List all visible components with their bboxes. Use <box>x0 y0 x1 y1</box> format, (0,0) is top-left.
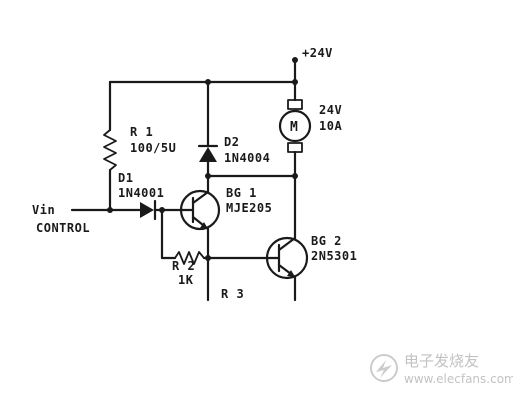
watermark-logo <box>370 354 398 382</box>
junction-dot <box>107 207 113 213</box>
transistor-bg2 <box>265 230 309 302</box>
diode-d1 <box>140 199 182 221</box>
resistor-r2 <box>160 208 277 265</box>
r1-name: R 1 <box>130 125 153 139</box>
motor-symbol: M <box>290 120 298 135</box>
bg2-part: 2N5301 <box>311 249 357 263</box>
d1-name: D1 <box>118 171 133 185</box>
d2-part: 1N4004 <box>224 151 270 165</box>
supply-rail <box>108 57 298 85</box>
r3-name: R 3 <box>221 287 244 301</box>
motor-circle <box>278 109 312 143</box>
resistor-r1 <box>103 80 117 212</box>
input-name: Vin <box>32 203 55 217</box>
watermark: 电子发烧友 www.elecfans.com <box>370 352 513 386</box>
bg2-body <box>265 236 309 280</box>
motor <box>278 80 312 178</box>
bg2-name: BG 2 <box>311 234 342 248</box>
diode-d2-triangle <box>199 147 217 162</box>
bg1-part: MJE205 <box>226 201 272 215</box>
bg1-name: BG 1 <box>226 186 257 200</box>
r1-value: 100/5U <box>130 141 176 155</box>
transistor-bg1 <box>178 174 221 302</box>
input-line <box>70 207 142 213</box>
r2-value: 1K <box>178 273 194 287</box>
watermark-brand: 电子发烧友 <box>404 352 479 370</box>
d1-part: 1N4001 <box>118 186 164 200</box>
supply-label: +24V <box>302 46 333 60</box>
supply-terminal-dot <box>292 57 298 63</box>
watermark-url: www.elecfans.com <box>404 372 513 386</box>
d2-name: D2 <box>224 135 239 149</box>
diode-d1-triangle <box>140 202 154 218</box>
r2-name: R 2 <box>172 259 195 273</box>
input-desc: CONTROL <box>36 221 90 235</box>
motor-current: 10A <box>319 119 342 133</box>
diode-d2 <box>197 80 219 178</box>
motor-voltage: 24V <box>319 103 342 117</box>
